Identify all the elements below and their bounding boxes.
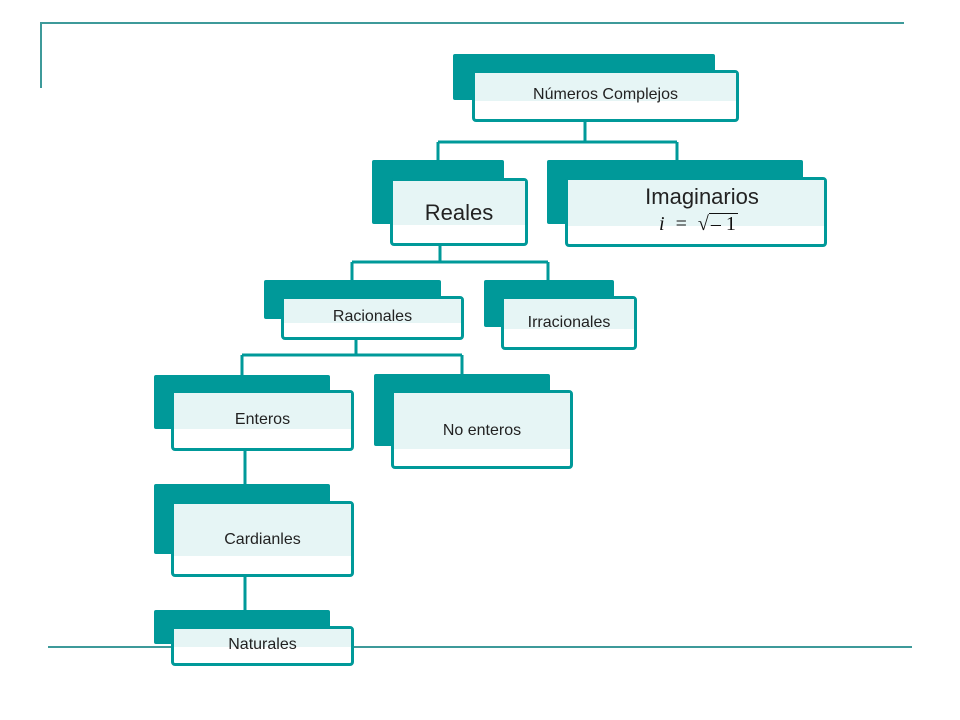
node-cardianles-label: Cardianles <box>224 531 301 548</box>
node-imaginarios-label: Imaginarios <box>645 184 759 209</box>
frame-left-line <box>40 22 42 88</box>
node-numeros-complejos-label: Números Complejos <box>533 86 678 103</box>
node-naturales-label: Naturales <box>228 636 297 653</box>
node-enteros-box: Enteros <box>171 390 354 451</box>
formula-radicand: – 1 <box>708 213 738 235</box>
frame-bottom-line <box>48 646 912 648</box>
node-naturales-box: Naturales <box>171 626 354 666</box>
node-no-enteros-label: No enteros <box>442 422 522 439</box>
formula-lhs: i <box>659 213 665 235</box>
connector-reales-children <box>350 244 550 280</box>
node-reales-box: Reales <box>390 178 528 246</box>
node-reales[interactable]: Reales <box>372 160 528 246</box>
node-no-enteros-box: No enteros <box>391 390 573 469</box>
node-numeros-complejos[interactable]: Números Complejos <box>453 54 739 122</box>
node-no-enteros[interactable]: No enteros <box>374 374 573 469</box>
imaginary-unit-formula: i = √– 1 <box>659 213 738 236</box>
node-naturales[interactable]: Naturales <box>154 610 354 666</box>
node-irracionales-box: Irracionales <box>501 296 637 350</box>
node-racionales-box: Racionales <box>281 296 464 340</box>
node-cardianles[interactable]: Cardianles <box>154 484 354 577</box>
node-enteros-label: Enteros <box>234 411 291 428</box>
node-irracionales[interactable]: Irracionales <box>484 280 637 350</box>
formula-equals: = <box>675 213 687 235</box>
node-cardianles-box: Cardianles <box>171 501 354 577</box>
node-enteros[interactable]: Enteros <box>154 375 354 451</box>
node-imaginarios-box: Imaginarios i = √– 1 <box>565 177 827 247</box>
node-imaginarios[interactable]: Imaginarios i = √– 1 <box>547 160 827 247</box>
node-irracionales-label: Irracionales <box>527 314 611 331</box>
node-reales-label: Reales <box>424 200 494 225</box>
node-racionales-label: Racionales <box>332 308 413 325</box>
connector-root-children <box>436 120 679 160</box>
sqrt-icon: √– 1 <box>697 213 738 235</box>
connector-racionales-children <box>240 338 464 375</box>
frame-top-line <box>40 22 904 24</box>
node-numeros-complejos-box: Números Complejos <box>472 70 739 122</box>
node-racionales[interactable]: Racionales <box>264 280 464 340</box>
